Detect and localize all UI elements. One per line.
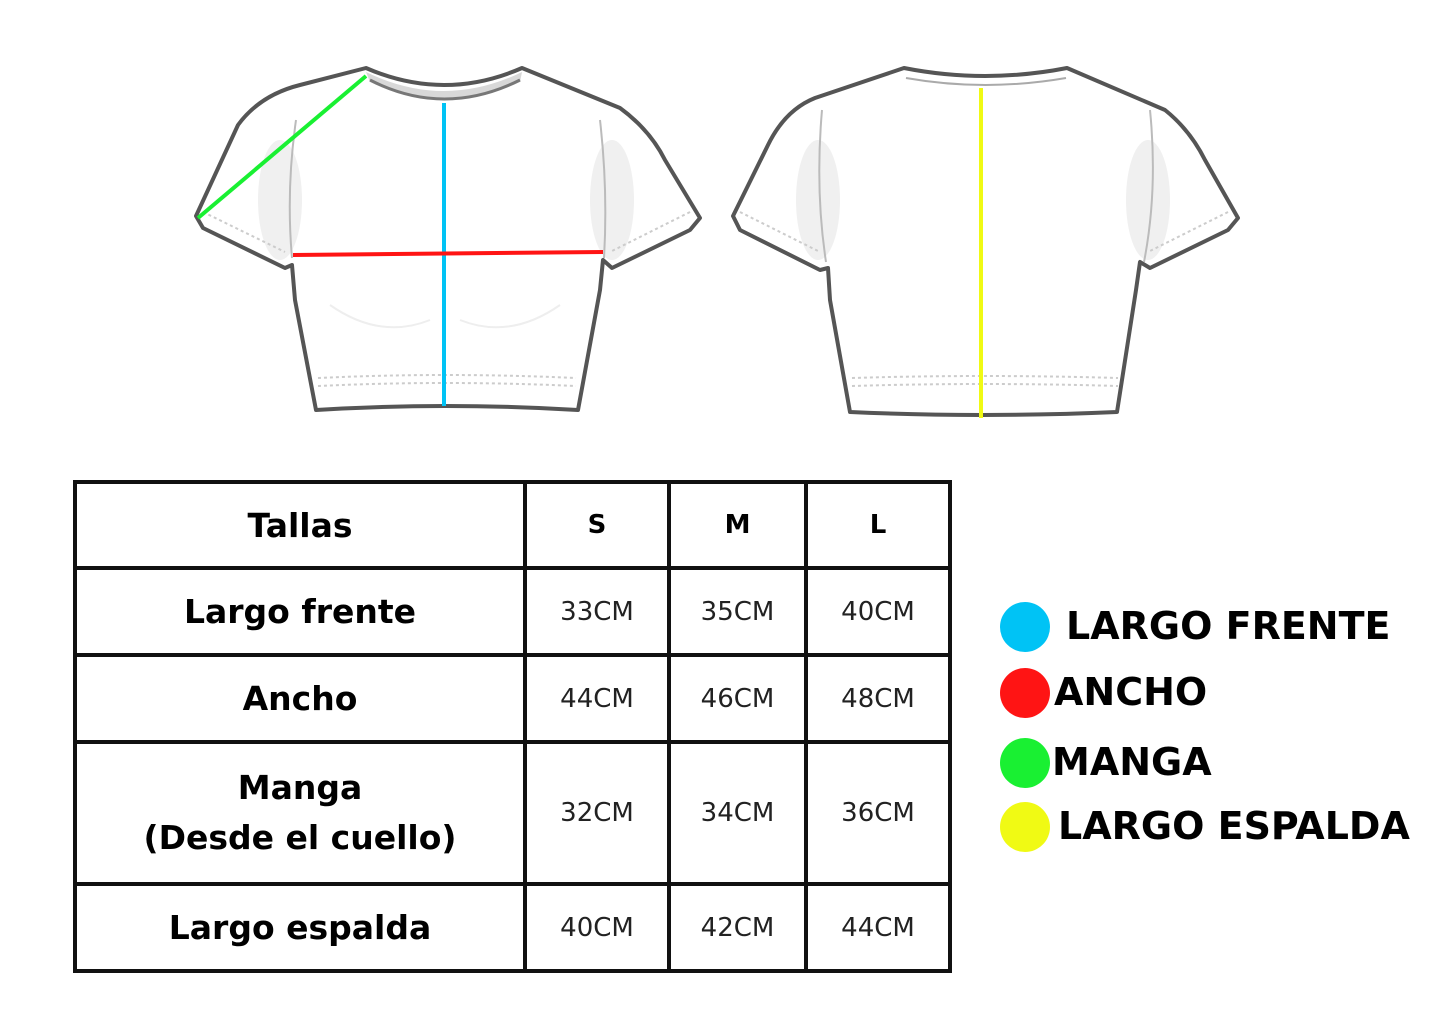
row-label-manga-subtitle: (Desde el cuello) <box>143 818 457 857</box>
back-shirt-outline <box>731 66 1240 417</box>
legend-item-ancho: ANCHO <box>1000 666 1440 718</box>
cell-manga-s: 32CM <box>523 740 671 886</box>
legend-label-largo-espalda: LARGO ESPALDA <box>1058 804 1410 848</box>
header-size-l: L <box>804 480 952 570</box>
legend-label-manga: MANGA <box>1052 740 1212 784</box>
cell-largo-espalda-m: 42CM <box>667 882 808 973</box>
cell-manga-l: 36CM <box>804 740 952 886</box>
legend-item-manga: MANGA <box>1000 736 1440 788</box>
cell-largo-frente-m: 35CM <box>667 566 808 657</box>
cell-manga-m: 34CM <box>667 740 808 886</box>
row-label-largo-espalda: Largo espalda <box>73 882 527 973</box>
cell-largo-espalda-s: 40CM <box>523 882 671 973</box>
table-row-ancho: Ancho 44CM 46CM 48CM <box>73 653 952 744</box>
legend-label-ancho: ANCHO <box>1054 670 1208 714</box>
table-row-largo-espalda: Largo espalda 40CM 42CM 44CM <box>73 882 952 973</box>
table-header-row: Tallas S M L <box>73 480 952 570</box>
cell-largo-espalda-l: 44CM <box>804 882 952 973</box>
row-label-manga-title: Manga <box>237 768 363 807</box>
header-size-m: M <box>667 480 808 570</box>
legend-dot-largo-frente <box>1000 602 1050 652</box>
cell-ancho-s: 44CM <box>523 653 671 744</box>
garment-diagram <box>194 66 1240 418</box>
legend-label-largo-frente: LARGO FRENTE <box>1066 604 1391 648</box>
size-table: Tallas S M L Largo frente 33CM 35CM 40CM… <box>73 480 952 973</box>
cell-largo-frente-s: 33CM <box>523 566 671 657</box>
front-shirt-outline <box>194 66 702 412</box>
back-shirt-illustration <box>731 66 1240 418</box>
row-label-ancho: Ancho <box>73 653 527 744</box>
cell-largo-frente-l: 40CM <box>804 566 952 657</box>
header-tallas: Tallas <box>73 480 527 570</box>
legend-dot-largo-espalda <box>1000 802 1050 852</box>
row-label-largo-frente: Largo frente <box>73 566 527 657</box>
ancho-line <box>292 250 604 257</box>
legend-item-largo-frente: LARGO FRENTE <box>1000 600 1440 652</box>
legend-item-largo-espalda: LARGO ESPALDA <box>1000 800 1440 852</box>
legend-dot-ancho <box>1000 668 1050 718</box>
manga-line <box>196 74 368 220</box>
header-size-s: S <box>523 480 671 570</box>
cell-ancho-m: 46CM <box>667 653 808 744</box>
row-label-manga: Manga (Desde el cuello) <box>73 740 527 886</box>
front-shirt-illustration <box>194 66 702 412</box>
cell-ancho-l: 48CM <box>804 653 952 744</box>
table-row-manga: Manga (Desde el cuello) 32CM 34CM 36CM <box>73 740 952 886</box>
legend-dot-manga <box>1000 738 1050 788</box>
table-row-largo-frente: Largo frente 33CM 35CM 40CM <box>73 566 952 657</box>
